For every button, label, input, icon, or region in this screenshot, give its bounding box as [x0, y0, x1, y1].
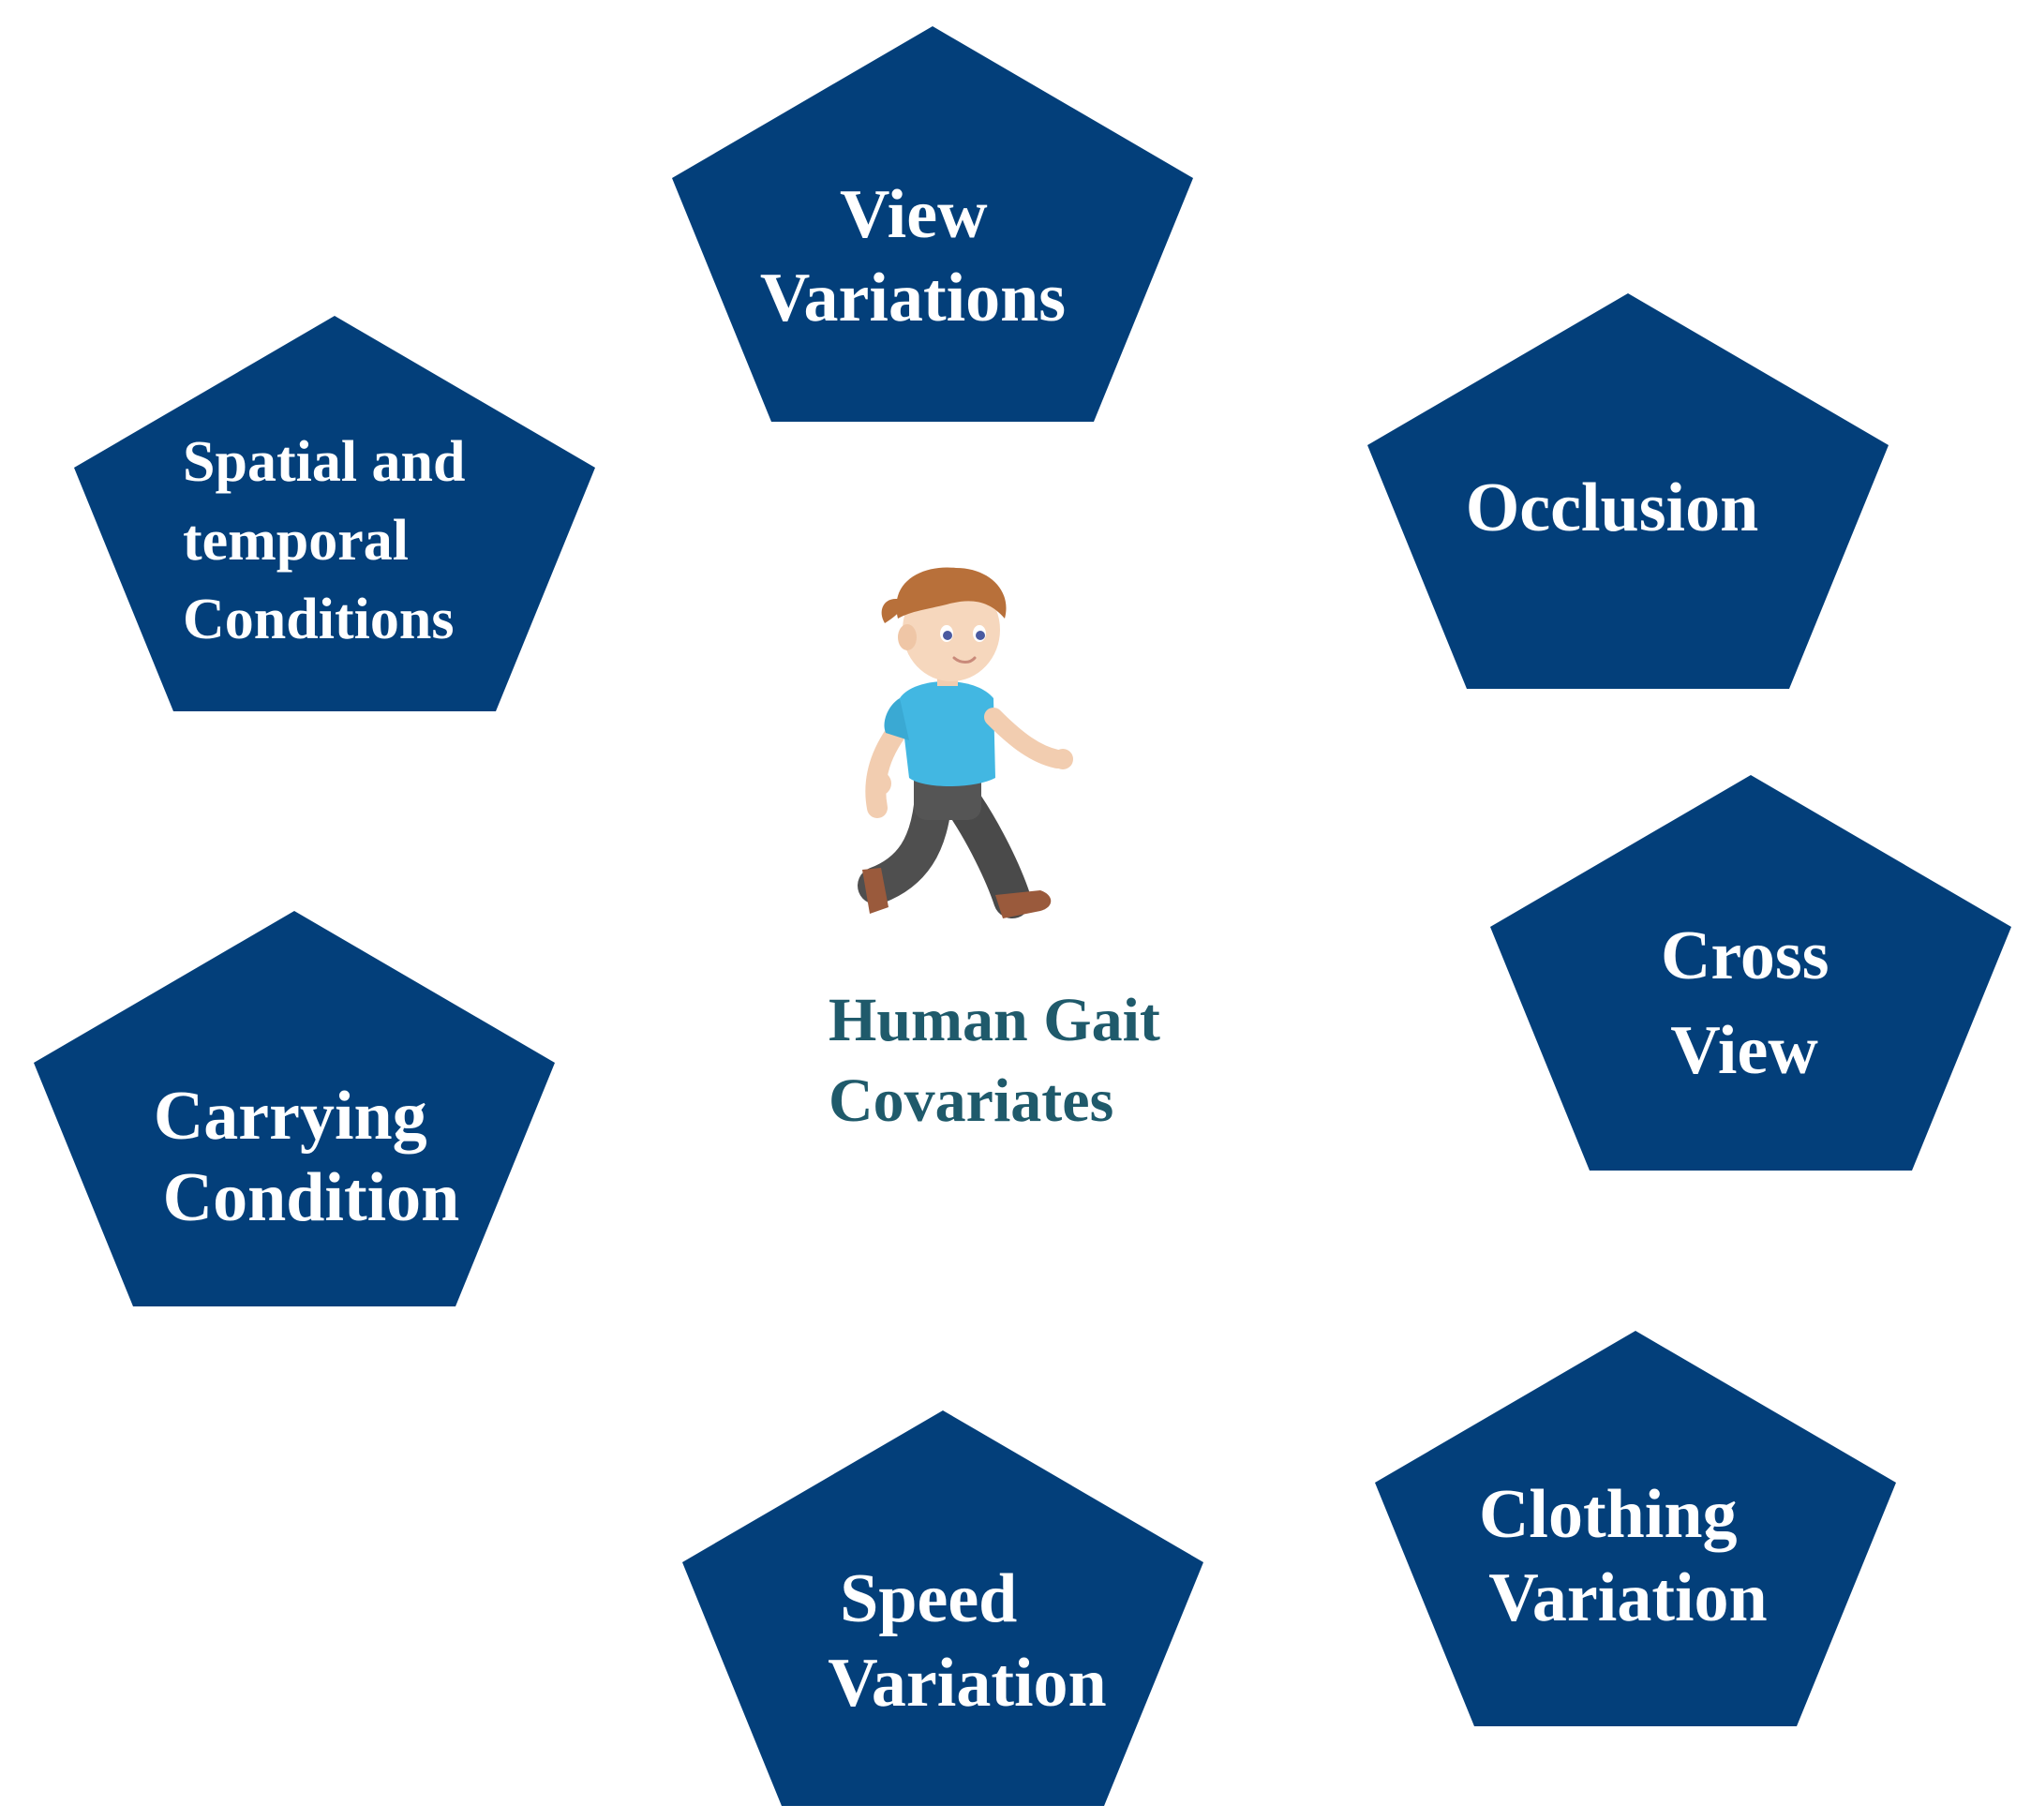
covariate-view-variations: View Variations [672, 26, 1193, 422]
covariate-spatial-temporal: Spatial and temporal Conditions [74, 316, 595, 711]
center-label-line-1: Human Gait [829, 986, 1160, 1054]
pentagon-shape [672, 26, 1193, 422]
pentagon-label: Occlusion [1466, 470, 1758, 546]
covariate-carrying-condition: Carrying Condition [34, 911, 555, 1306]
label-line-2: Condition [163, 1159, 460, 1236]
pentagon-shape [34, 911, 555, 1306]
label-line-2: temporal [183, 509, 409, 573]
label-line-1: Spatial and [183, 430, 466, 494]
pentagon-label: Cross View [1661, 917, 1846, 1089]
label-line-2: View [1670, 1012, 1818, 1089]
pentagon-shape [1490, 775, 2011, 1171]
pentagon-label: Clothing Variation [1479, 1476, 1768, 1636]
pentagon-label: Speed Variation [828, 1560, 1106, 1722]
label-line-1: View [840, 176, 988, 253]
label-line-1: Carrying [154, 1078, 427, 1155]
label-line-2: Variation [1488, 1559, 1767, 1636]
label-line-1: Clothing [1479, 1476, 1738, 1553]
label-line-3: Conditions [183, 588, 454, 651]
center-label-line-2: Covariates [829, 1067, 1113, 1135]
label-line-2: Variation [828, 1645, 1106, 1722]
label-line-1: Occlusion [1466, 470, 1758, 546]
label-line-1: Speed [840, 1560, 1017, 1637]
covariate-clothing-variation: Clothing Variation [1375, 1331, 1896, 1726]
covariate-occlusion: Occlusion [1367, 293, 1889, 689]
pentagon-shape [1375, 1331, 1896, 1726]
pentagon-shape [682, 1410, 1203, 1806]
covariate-cross-view: Cross View [1490, 775, 2011, 1171]
label-line-1: Cross [1661, 917, 1829, 994]
label-line-2: Variations [760, 260, 1066, 336]
covariate-speed-variation: Speed Variation [682, 1410, 1203, 1806]
pentagon-shape [1367, 293, 1889, 689]
walking-boy-icon [858, 567, 1073, 918]
pentagon-label: Carrying Condition [154, 1078, 460, 1236]
pentagon-label: View Variations [760, 176, 1066, 336]
center-label: Human Gait Covariates [829, 986, 1175, 1135]
pentagon-shape [74, 316, 595, 711]
pentagon-label: Spatial and temporal Conditions [183, 430, 480, 651]
